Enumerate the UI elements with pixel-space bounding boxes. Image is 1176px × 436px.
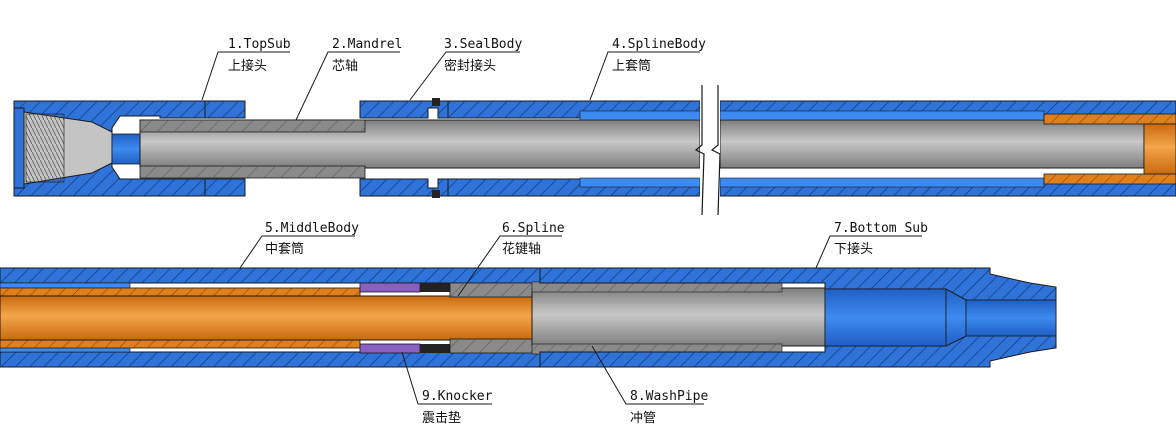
callout-wash-pipe: 8.WashPipe 冲管 bbox=[630, 389, 708, 426]
seal-body-part bbox=[359, 98, 449, 198]
wash-pipe-label: 8.WashPipe bbox=[630, 389, 708, 404]
section-break bbox=[694, 85, 721, 216]
callout-bottom-sub: 7.Bottom Sub 下接头 bbox=[834, 221, 928, 257]
upper-assembly bbox=[13, 85, 1176, 216]
knocker-label: 9.Knocker bbox=[422, 389, 493, 404]
middle-body-part bbox=[0, 267, 541, 368]
middle-body-label: 5.MiddleBody bbox=[265, 221, 359, 236]
top-sub-label-cn: 上接头 bbox=[228, 58, 267, 74]
callout-middle-body: 5.MiddleBody 中套筒 bbox=[265, 221, 359, 257]
seal-body-label-cn: 密封接头 bbox=[444, 58, 496, 74]
callout-spline: 6.Spline 花键轴 bbox=[502, 221, 565, 257]
spline-body-part bbox=[447, 100, 1176, 197]
middle-body-label-cn: 中套筒 bbox=[265, 241, 304, 257]
spline-label: 6.Spline bbox=[502, 221, 565, 236]
callout-knocker: 9.Knocker 震击垫 bbox=[422, 389, 493, 426]
callout-top-sub: 1.TopSub 上接头 bbox=[228, 37, 291, 74]
top-sub-part bbox=[13, 100, 246, 197]
spline-body-label: 4.SplineBody bbox=[612, 37, 706, 52]
wash-pipe-part bbox=[531, 281, 826, 364]
mandrel-label: 2.Mandrel bbox=[332, 37, 402, 52]
knocker-part bbox=[359, 282, 460, 354]
spline-body-label-cn: 上套筒 bbox=[612, 58, 651, 74]
callout-mandrel: 2.Mandrel 芯轴 bbox=[332, 37, 402, 74]
top-sub-label: 1.TopSub bbox=[228, 37, 291, 52]
spline-label-cn: 花键轴 bbox=[502, 241, 541, 257]
bottom-sub-label: 7.Bottom Sub bbox=[834, 221, 928, 236]
lower-assembly bbox=[0, 267, 1057, 368]
seal-body-label: 3.SealBody bbox=[444, 37, 522, 52]
spline-shaft-orange bbox=[0, 287, 533, 349]
bottom-sub-label-cn: 下接头 bbox=[834, 241, 873, 257]
knocker-label-cn: 震击垫 bbox=[422, 410, 461, 426]
callout-spline-body: 4.SplineBody 上套筒 bbox=[612, 37, 706, 74]
callouts bbox=[201, 51, 922, 405]
wash-pipe-label-cn: 冲管 bbox=[630, 411, 656, 426]
mandrel-label-cn: 芯轴 bbox=[332, 59, 358, 74]
bottom-sub-part bbox=[539, 267, 1057, 368]
spline-part bbox=[449, 282, 536, 354]
callout-seal-body: 3.SealBody 密封接头 bbox=[444, 37, 522, 74]
mandrel-part bbox=[139, 119, 1145, 179]
